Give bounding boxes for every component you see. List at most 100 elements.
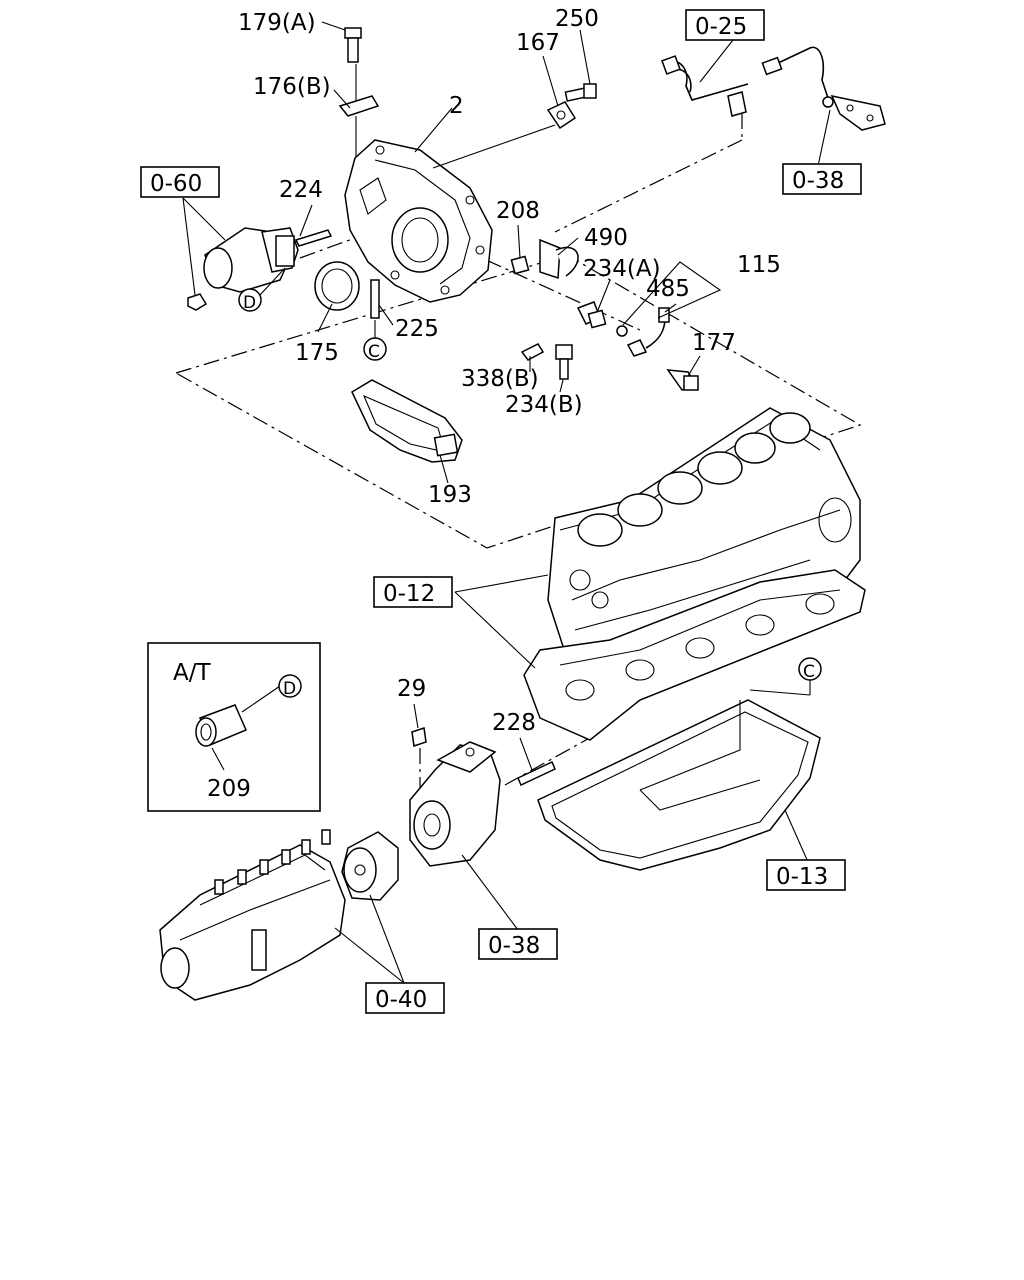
- leader-177: [687, 355, 701, 377]
- coupling: [341, 831, 399, 901]
- leader-485: [664, 303, 677, 313]
- label-485: 485: [646, 276, 690, 302]
- bolt-177: [666, 369, 699, 391]
- sensor-485: [616, 307, 670, 357]
- air-compressor: [409, 741, 501, 867]
- ref-box-0-38-top[interactable]: 0-38: [782, 163, 862, 195]
- stud-225: [370, 279, 380, 319]
- bolt-234a: [576, 301, 607, 329]
- leader-marker-d-inset: [241, 685, 281, 713]
- label-29: 29: [397, 676, 426, 702]
- leader-208: [517, 224, 521, 259]
- label-193: 193: [428, 482, 472, 508]
- marker-c-bottom: C: [798, 657, 822, 682]
- injection-pump: [159, 829, 346, 1001]
- inset-title: A/T: [173, 660, 211, 686]
- pin-208: [510, 255, 530, 275]
- stud-224: [294, 229, 333, 247]
- leader-179a: [321, 21, 346, 31]
- label-167: 167: [516, 30, 560, 56]
- leader-013: [784, 809, 809, 863]
- label-234b: 234(B): [505, 392, 583, 418]
- nut-0-60: [187, 293, 208, 311]
- label-250: 250: [555, 6, 599, 32]
- bolt-250: [564, 83, 597, 102]
- leader-209: [211, 747, 225, 771]
- oil-pipe: [661, 46, 829, 117]
- stud-228: [517, 760, 556, 787]
- leader-167: [542, 55, 559, 107]
- marker-c-bottom-text: C: [803, 662, 815, 682]
- ref-0-38-top-text: 0-38: [792, 168, 844, 194]
- marker-d-inset: D: [278, 674, 302, 699]
- bolt-234b: [555, 344, 573, 380]
- leader-2: [414, 107, 453, 153]
- marker-d-starter-text: D: [243, 293, 256, 313]
- leader-038-top: [817, 109, 831, 167]
- ref-0-40-text: 0-40: [375, 987, 427, 1013]
- leader-040-pump: [334, 927, 405, 984]
- leader-234b: [559, 379, 564, 393]
- leader-marker-c-bottom-2: [749, 689, 811, 696]
- marker-c-top-text: C: [368, 342, 380, 362]
- label-176b: 176(B): [253, 74, 331, 100]
- leader-228: [519, 737, 533, 771]
- label-2: 2: [449, 93, 464, 119]
- leader-060-a: [182, 197, 196, 296]
- assembly-line-stud: [504, 734, 596, 786]
- label-177: 177: [692, 330, 736, 356]
- ref-box-0-25[interactable]: 0-25: [685, 9, 765, 41]
- leader-225: [378, 304, 394, 326]
- label-175: 175: [295, 340, 339, 366]
- leader-060-b: [182, 197, 226, 241]
- bolt-338b: [520, 343, 545, 361]
- ref-box-0-13[interactable]: 0-13: [766, 859, 846, 891]
- ref-0-25-text: 0-25: [695, 14, 747, 40]
- oil-seal-175: [314, 261, 360, 311]
- label-338b: 338(B): [461, 366, 539, 392]
- leader-012-block: [454, 574, 549, 593]
- marker-d-inset-text: D: [283, 679, 296, 699]
- leader-115: [622, 261, 722, 326]
- leader-224: [299, 204, 313, 237]
- cylinder-bores: [577, 412, 811, 547]
- ref-0-12-text: 0-12: [383, 581, 435, 607]
- flywheel-housing-2: [344, 139, 493, 303]
- label-209: 209: [207, 776, 251, 802]
- leader-040-coupling: [369, 894, 405, 984]
- leader-175: [317, 303, 333, 333]
- plate-167: [546, 101, 577, 130]
- assembly-line-starter: [299, 237, 356, 259]
- bracket-176b: [338, 95, 380, 117]
- ref-box-0-12[interactable]: 0-12: [373, 576, 453, 608]
- ref-box-0-60[interactable]: 0-60: [140, 166, 220, 198]
- leader-29: [413, 703, 419, 729]
- ref-box-0-40[interactable]: 0-40: [365, 982, 445, 1014]
- label-179a: 179(A): [238, 10, 316, 36]
- label-490: 490: [584, 225, 628, 251]
- ref-0-13-text: 0-13: [776, 864, 828, 890]
- bolt-179a: [344, 27, 362, 63]
- ref-box-0-38-bottom[interactable]: 0-38: [478, 928, 558, 960]
- plate-167-hole: [556, 110, 566, 120]
- label-234a: 234(A): [583, 256, 661, 282]
- bracket-490: [539, 238, 579, 280]
- pipe-bracket: [822, 94, 886, 131]
- label-224: 224: [279, 177, 323, 203]
- ref-0-60-text: 0-60: [150, 171, 202, 197]
- leader-490: [557, 237, 579, 256]
- starter-motor: [203, 227, 299, 293]
- ref-0-38-bottom-text: 0-38: [488, 933, 540, 959]
- label-228: 228: [492, 710, 536, 736]
- injection-pump-outlets: [214, 829, 331, 895]
- key-29: [411, 727, 427, 747]
- label-115: 115: [737, 252, 781, 278]
- label-225: 225: [395, 316, 439, 342]
- leader-234a: [597, 279, 611, 311]
- assembly-line-bolts: [459, 247, 641, 331]
- oil-pan: [537, 699, 821, 871]
- ladder-frame: [523, 569, 866, 741]
- leader-012-frame: [454, 591, 536, 669]
- leader-250: [579, 29, 591, 85]
